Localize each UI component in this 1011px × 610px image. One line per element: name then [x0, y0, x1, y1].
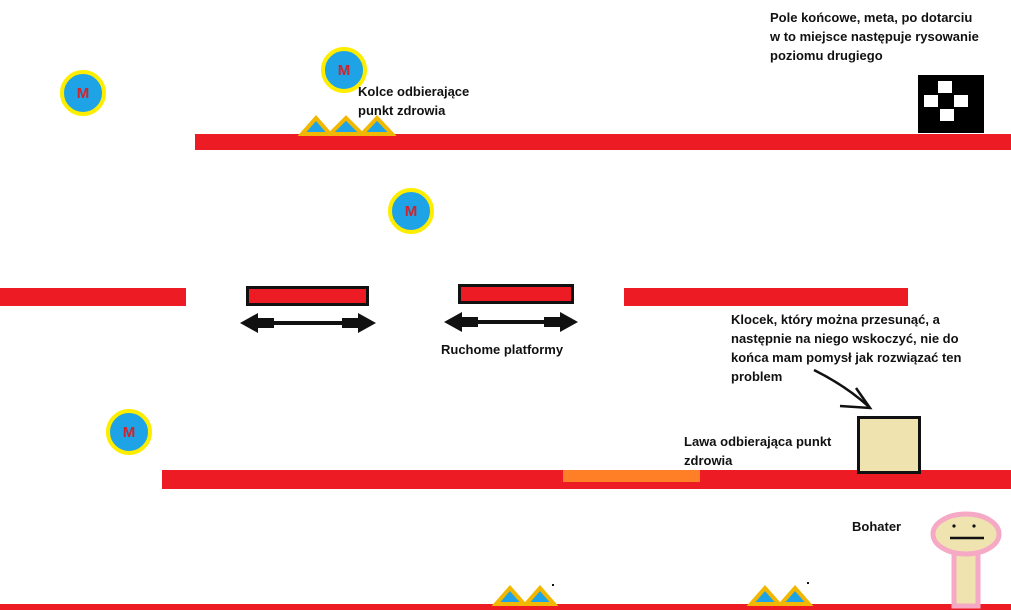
label-finish: Pole końcowe, meta, po dotarciu w to mie…	[770, 10, 979, 63]
spike	[746, 584, 784, 606]
coin: M	[388, 188, 434, 234]
moving-platform-left	[246, 286, 369, 306]
label-block: Klocek, który można przesunąć, a następn…	[731, 312, 962, 384]
spike	[521, 584, 559, 606]
spikes-top	[297, 114, 397, 136]
coin-letter: M	[122, 423, 136, 441]
label-spikes: Kolce odbierające punkt zdrowia	[358, 84, 470, 118]
double-arrow-left-icon	[240, 313, 376, 333]
floor-middle-right	[624, 288, 908, 306]
coin-letter: M	[76, 84, 90, 102]
label-moving-platforms: Ruchome platformy	[441, 342, 564, 357]
lava-pool	[563, 470, 700, 482]
stray-dot	[552, 584, 554, 586]
floor-top	[195, 134, 1011, 150]
spike	[357, 115, 397, 136]
label-lava: Lawa odbierająca punkt zdrowia	[684, 434, 832, 468]
stray-dot	[807, 582, 809, 584]
spikes-ground-left	[491, 584, 559, 606]
coin: M	[321, 47, 367, 93]
label-hero: Bohater	[852, 519, 902, 534]
spikes-ground-right	[746, 584, 814, 606]
pointer-arrow-icon	[813, 368, 873, 410]
hero	[930, 511, 1002, 609]
moving-platform-right	[458, 284, 574, 304]
coin-letter: M	[404, 202, 418, 220]
spike	[297, 114, 335, 136]
spike	[325, 115, 367, 136]
spike	[776, 584, 814, 606]
spike	[491, 584, 529, 606]
coin-letter: M	[337, 61, 351, 79]
double-arrow-right-icon	[444, 312, 578, 332]
floor-ground	[0, 604, 1011, 610]
finish-flag	[918, 75, 984, 133]
coin: M	[60, 70, 106, 116]
floor-middle-left	[0, 288, 186, 306]
coin: M	[106, 409, 152, 455]
pushable-block	[857, 416, 921, 474]
